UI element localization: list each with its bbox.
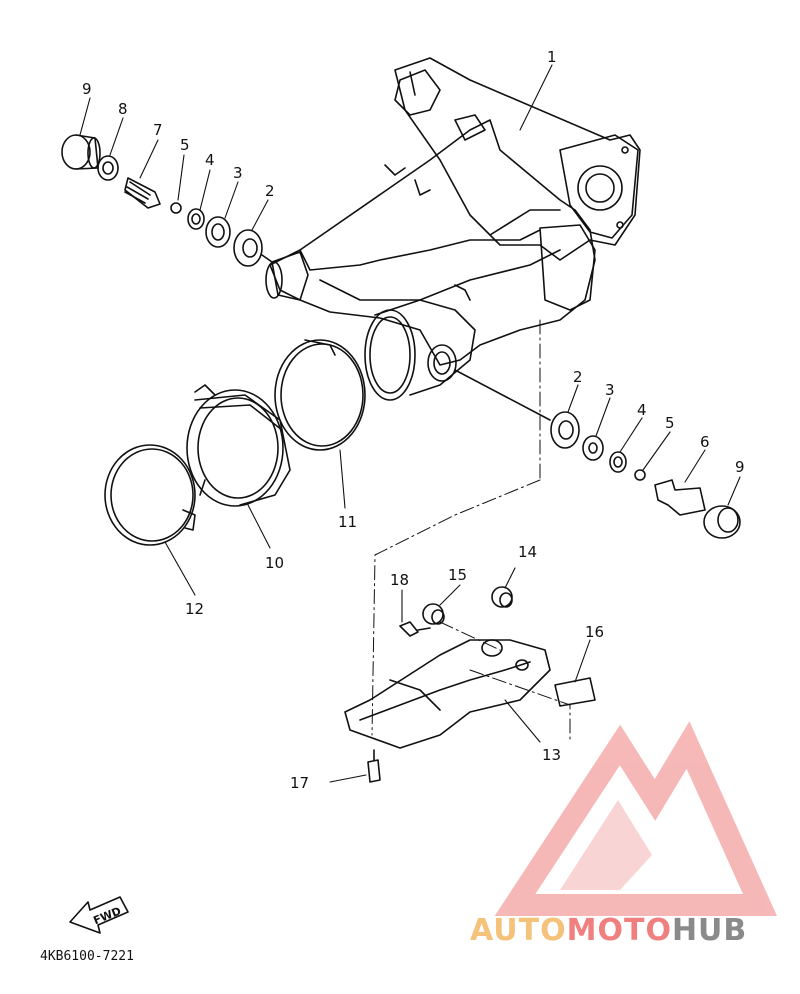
assembly-lines — [371, 319, 571, 741]
label-12: 12 — [185, 600, 204, 618]
label-16: 16 — [585, 623, 604, 641]
label-4a: 4 — [205, 151, 215, 169]
right-pivot-parts — [454, 369, 741, 539]
label-2a: 2 — [265, 182, 275, 200]
part-labels: 1 9 8 7 5 4 3 2 2 3 4 5 6 9 10 11 12 13 … — [82, 48, 745, 792]
boot-and-clamps — [104, 339, 366, 546]
watermark-moto: MOTO — [567, 913, 672, 948]
fwd-arrow-icon: FWD — [69, 896, 129, 934]
label-8: 8 — [118, 100, 128, 118]
left-pivot-parts — [61, 134, 273, 267]
label-5b: 5 — [665, 414, 675, 432]
watermark-text: AUTOMOTOHUB — [470, 913, 747, 948]
label-15: 15 — [448, 566, 467, 584]
watermark-hub: HUB — [672, 913, 747, 948]
label-6: 6 — [700, 433, 710, 451]
label-9a: 9 — [82, 80, 92, 98]
label-18: 18 — [390, 571, 409, 589]
watermark-auto: AUTO — [470, 913, 567, 948]
label-7: 7 — [153, 121, 163, 139]
svg-text:AUTOMOTOHUB: AUTOMOTOHUB — [470, 913, 747, 948]
label-13: 13 — [542, 746, 561, 764]
label-11: 11 — [338, 513, 357, 531]
label-3a: 3 — [233, 164, 243, 182]
label-14: 14 — [518, 543, 537, 561]
label-10: 10 — [265, 554, 284, 572]
label-3b: 3 — [605, 381, 615, 399]
label-9b: 9 — [735, 458, 745, 476]
label-2b: 2 — [573, 368, 583, 386]
label-1: 1 — [547, 48, 557, 66]
chain-guard-parts — [344, 586, 596, 783]
leader-lines — [79, 64, 741, 783]
label-5a: 5 — [180, 136, 190, 154]
label-17: 17 — [290, 774, 309, 792]
swingarm-part — [265, 57, 641, 401]
drawing-code: 4KB6100-7221 — [40, 949, 134, 964]
label-4b: 4 — [637, 401, 647, 419]
watermark-logo-icon — [494, 721, 778, 916]
